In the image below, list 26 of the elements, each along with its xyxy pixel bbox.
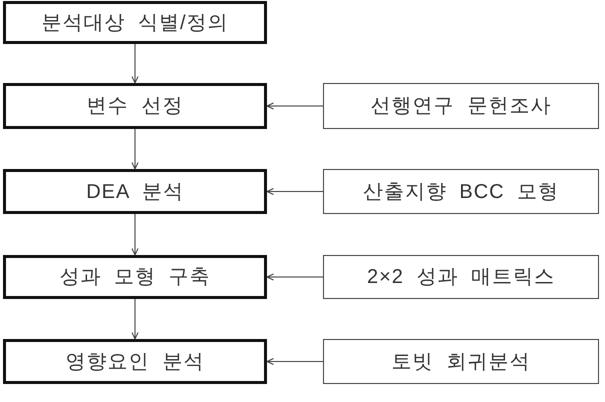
arrow: [266, 188, 324, 195]
arrow: [266, 274, 324, 280]
process-box: [3, 339, 267, 384]
arrow: [132, 298, 138, 340]
method-box: [323, 339, 599, 384]
step-label: 변수 선정: [86, 94, 184, 118]
arrow: [132, 214, 138, 256]
step-label: 2×2 성과 매트릭스: [366, 265, 556, 289]
process-box: [3, 1, 267, 44]
step-label: 선행연구 문헌조사: [370, 94, 552, 118]
arrow: [132, 44, 138, 84]
method-box: [323, 169, 599, 214]
step-label: 분석대상 식별/정의: [41, 10, 229, 34]
arrow: [266, 102, 324, 110]
process-box: [3, 255, 267, 299]
method-box: [323, 255, 599, 299]
arrow: [132, 128, 138, 170]
step-label: DEA 분석: [86, 180, 184, 204]
process-box: [3, 169, 267, 214]
step-label: 산출지향 BCC 모형: [362, 180, 560, 204]
step-label: 토빗 회귀분석: [392, 350, 530, 374]
method-box: [323, 83, 599, 129]
process-box: [3, 83, 267, 129]
step-label: 영향요인 분석: [66, 350, 204, 374]
step-label: 성과 모형 구축: [59, 265, 211, 289]
arrow: [266, 358, 324, 365]
